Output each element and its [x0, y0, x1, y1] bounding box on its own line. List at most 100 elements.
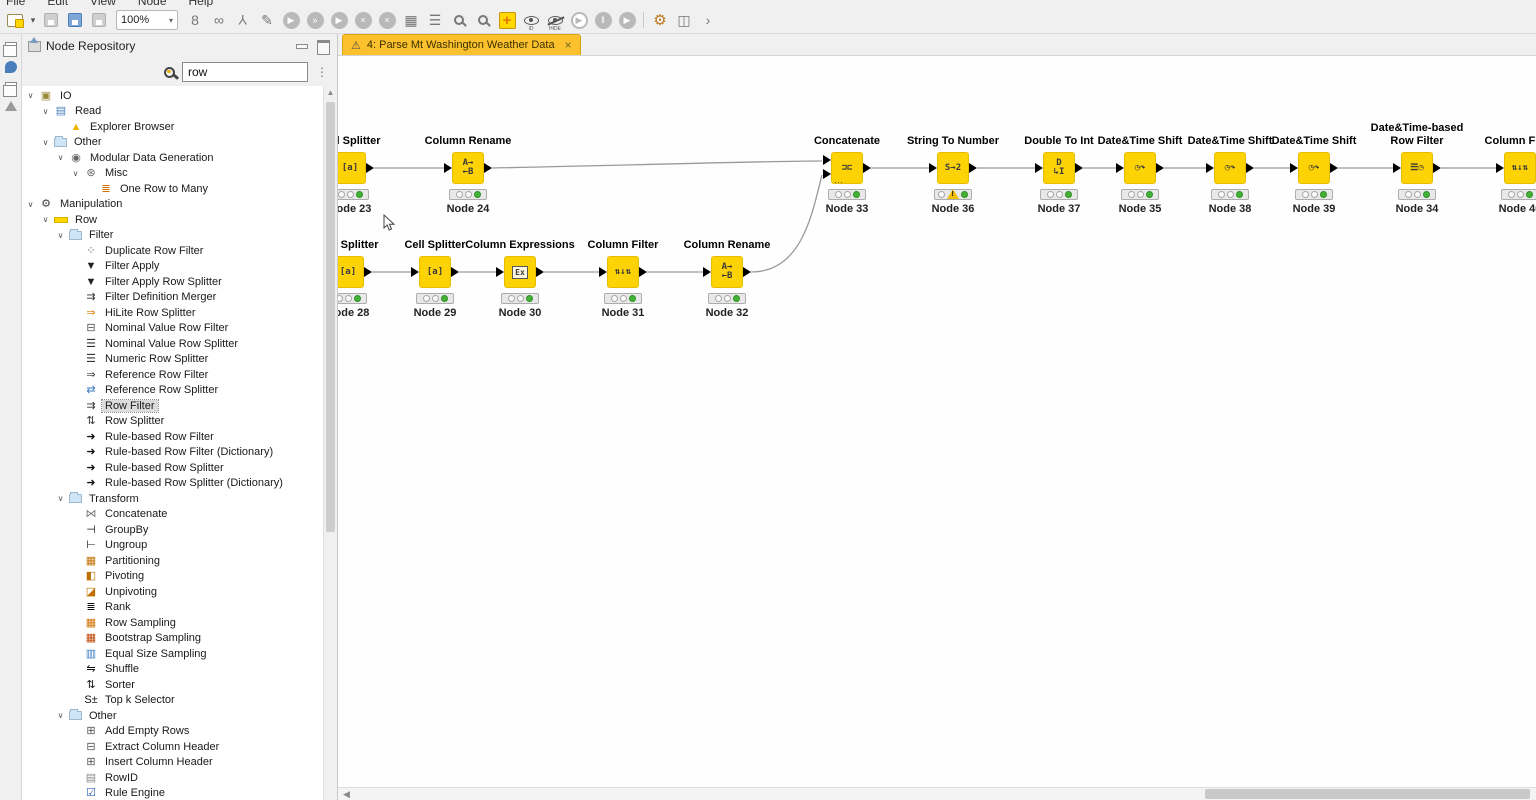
new-workflow-button[interactable] — [4, 9, 26, 31]
chevron-down-icon[interactable]: ∨ — [27, 91, 34, 101]
tree-item-modular-data-generation[interactable]: ∨◉Modular Data Generation — [22, 150, 323, 166]
horizontal-scrollbar-thumb[interactable] — [1205, 789, 1530, 799]
column-expressions-icon[interactable]: Ex — [496, 256, 544, 288]
cancel-all-icon[interactable]: × — [376, 9, 398, 31]
workflow-coach-icon[interactable] — [4, 61, 17, 73]
workflow-tab[interactable]: ⚠ 4: Parse Mt Washington Weather Data × — [342, 34, 581, 55]
tree-item-nominal-value-row-splitter[interactable]: ☰Nominal Value Row Splitter — [22, 336, 323, 352]
step-loop-execution-icon[interactable]: ▶ — [568, 9, 590, 31]
open-layout-icon[interactable]: ◫ — [677, 11, 691, 28]
tree-item-rowid[interactable]: ▤RowID — [22, 770, 323, 786]
tree-item-hilite-row-splitter[interactable]: ⇒HiLite Row Splitter — [22, 305, 323, 321]
output-port[interactable] — [969, 163, 977, 173]
search-input[interactable] — [182, 62, 308, 82]
cell-splitter-icon[interactable]: [a] — [338, 256, 372, 288]
input-port[interactable] — [703, 267, 711, 277]
chevron-down-icon[interactable]: ∨ — [42, 215, 49, 225]
output-port[interactable] — [536, 267, 544, 277]
chevron-down-icon[interactable]: ∨ — [42, 106, 49, 116]
tree-item-row[interactable]: ∨Row — [22, 212, 323, 228]
input-port[interactable] — [1035, 163, 1043, 173]
column-filter-icon[interactable]: ⇅↓⇅ — [1496, 152, 1536, 184]
input-port[interactable] — [1116, 163, 1124, 173]
zoom-level-select[interactable]: 100%▾ — [116, 10, 178, 30]
chevron-down-icon[interactable]: ∨ — [72, 168, 79, 178]
output-port[interactable] — [639, 267, 647, 277]
cancel-icon[interactable]: × — [352, 9, 374, 31]
maximize-panel-button[interactable] — [315, 40, 331, 55]
tree-item-rule-engine[interactable]: ☑Rule Engine — [22, 786, 323, 800]
chevron-down-icon[interactable]: ∨ — [42, 137, 49, 147]
tree-item-equal-size-sampling[interactable]: ▥Equal Size Sampling — [22, 646, 323, 662]
save-icon[interactable] — [40, 9, 62, 31]
tree-item-filter-apply-row-splitter[interactable]: ▼Filter Apply Row Splitter — [22, 274, 323, 290]
output-port[interactable] — [1075, 163, 1083, 173]
tree-item-other[interactable]: ∨Other — [22, 708, 323, 724]
save-as-icon[interactable] — [64, 9, 86, 31]
tree-item-row-splitter[interactable]: ⇅Row Splitter — [22, 414, 323, 430]
tree-item-io[interactable]: ∨▣IO — [22, 88, 323, 104]
restore-panel-icon[interactable] — [2, 42, 17, 57]
input-port[interactable] — [599, 267, 607, 277]
tree-item-bootstrap-sampling[interactable]: ▦Bootstrap Sampling — [22, 631, 323, 647]
tree-item-nominal-value-row-filter[interactable]: ⊟Nominal Value Row Filter — [22, 321, 323, 337]
date-time-shift-icon[interactable]: ◷↷ — [1116, 152, 1164, 184]
tree-item-explorer-browser[interactable]: ▲Explorer Browser — [22, 119, 323, 135]
execute-open-views-icon[interactable]: ▶ — [328, 9, 350, 31]
show-node-ids-icon[interactable]: ID — [520, 9, 542, 32]
tree-item-read[interactable]: ∨▤Read — [22, 104, 323, 120]
connection-wire[interactable] — [491, 160, 823, 169]
close-tab-icon[interactable]: × — [564, 38, 572, 52]
configure-node-icon[interactable]: ✎ — [261, 11, 273, 28]
connection-wire[interactable] — [750, 174, 823, 273]
tree-item-other[interactable]: ∨Other — [22, 135, 323, 151]
input-port[interactable] — [1290, 163, 1298, 173]
input-port[interactable] — [411, 267, 419, 277]
tree-item-numeric-row-splitter[interactable]: ☰Numeric Row Splitter — [22, 352, 323, 368]
add-node-icon[interactable]: + — [496, 9, 518, 31]
tree-item-rule-based-row-filter-dictionary-[interactable]: ➜Rule-based Row Filter (Dictionary) — [22, 445, 323, 461]
tree-item-pivoting[interactable]: ◧Pivoting — [22, 569, 323, 585]
input-port[interactable] — [496, 267, 504, 277]
tree-item-rule-based-row-splitter[interactable]: ➜Rule-based Row Splitter — [22, 460, 323, 476]
concatenate-icon[interactable]: ⊐⊏… — [823, 152, 871, 185]
align-horizontal-icon[interactable]: ∞ — [214, 12, 224, 28]
hide-node-names-icon[interactable]: HIDE — [544, 9, 566, 32]
tree-item-rank[interactable]: ≣Rank — [22, 600, 323, 616]
date-time-shift-icon[interactable]: ◷↷ — [1206, 152, 1254, 184]
auto-layout-icon[interactable]: Y — [238, 12, 248, 28]
zoom-to-selection-icon[interactable] — [448, 9, 470, 31]
chevron-down-icon[interactable]: ∨ — [57, 153, 64, 163]
scroll-left-icon[interactable]: ◀ — [343, 789, 350, 799]
tree-item-filter[interactable]: ∨Filter — [22, 228, 323, 244]
tree-item-ungroup[interactable]: ⊢Ungroup — [22, 538, 323, 554]
output-port[interactable] — [743, 267, 751, 277]
column-rename-icon[interactable]: A→ ←B — [703, 256, 751, 288]
tree-item-concatenate[interactable]: ⋈Concatenate — [22, 507, 323, 523]
output-port[interactable] — [484, 163, 492, 173]
output-port[interactable] — [863, 163, 871, 173]
output-port[interactable] — [366, 163, 374, 173]
execute-icon[interactable]: ▶ — [280, 9, 302, 31]
output-port[interactable] — [1433, 163, 1441, 173]
tree-item-groupby[interactable]: ⊣GroupBy — [22, 522, 323, 538]
output-port[interactable] — [1156, 163, 1164, 173]
toolbar-overflow-chevron[interactable]: › — [705, 12, 711, 28]
chevron-down-icon[interactable]: ∨ — [57, 494, 64, 504]
input-port[interactable] — [823, 155, 831, 165]
output-port[interactable] — [1330, 163, 1338, 173]
tree-item-reference-row-filter[interactable]: ⇒Reference Row Filter — [22, 367, 323, 383]
tree-item-rule-based-row-filter[interactable]: ➜Rule-based Row Filter — [22, 429, 323, 445]
tree-item-sorter[interactable]: ⇅Sorter — [22, 677, 323, 693]
cell-splitter-icon[interactable]: [a] — [338, 152, 374, 184]
tree-item-reference-row-splitter[interactable]: ⇄Reference Row Splitter — [22, 383, 323, 399]
tree-item-one-row-to-many[interactable]: ≣One Row to Many — [22, 181, 323, 197]
menu-file[interactable]: File — [6, 0, 26, 7]
menu-view[interactable]: View — [90, 0, 116, 7]
output-port[interactable] — [364, 267, 372, 277]
chevron-down-icon[interactable]: ∨ — [57, 711, 64, 721]
save-all-icon[interactable] — [88, 9, 110, 31]
column-rename-icon[interactable]: A→ ←B — [444, 152, 492, 184]
cell-splitter-icon[interactable]: [a] — [411, 256, 459, 288]
date-time-based-row-filter-icon[interactable]: ☰◷ — [1393, 152, 1441, 184]
